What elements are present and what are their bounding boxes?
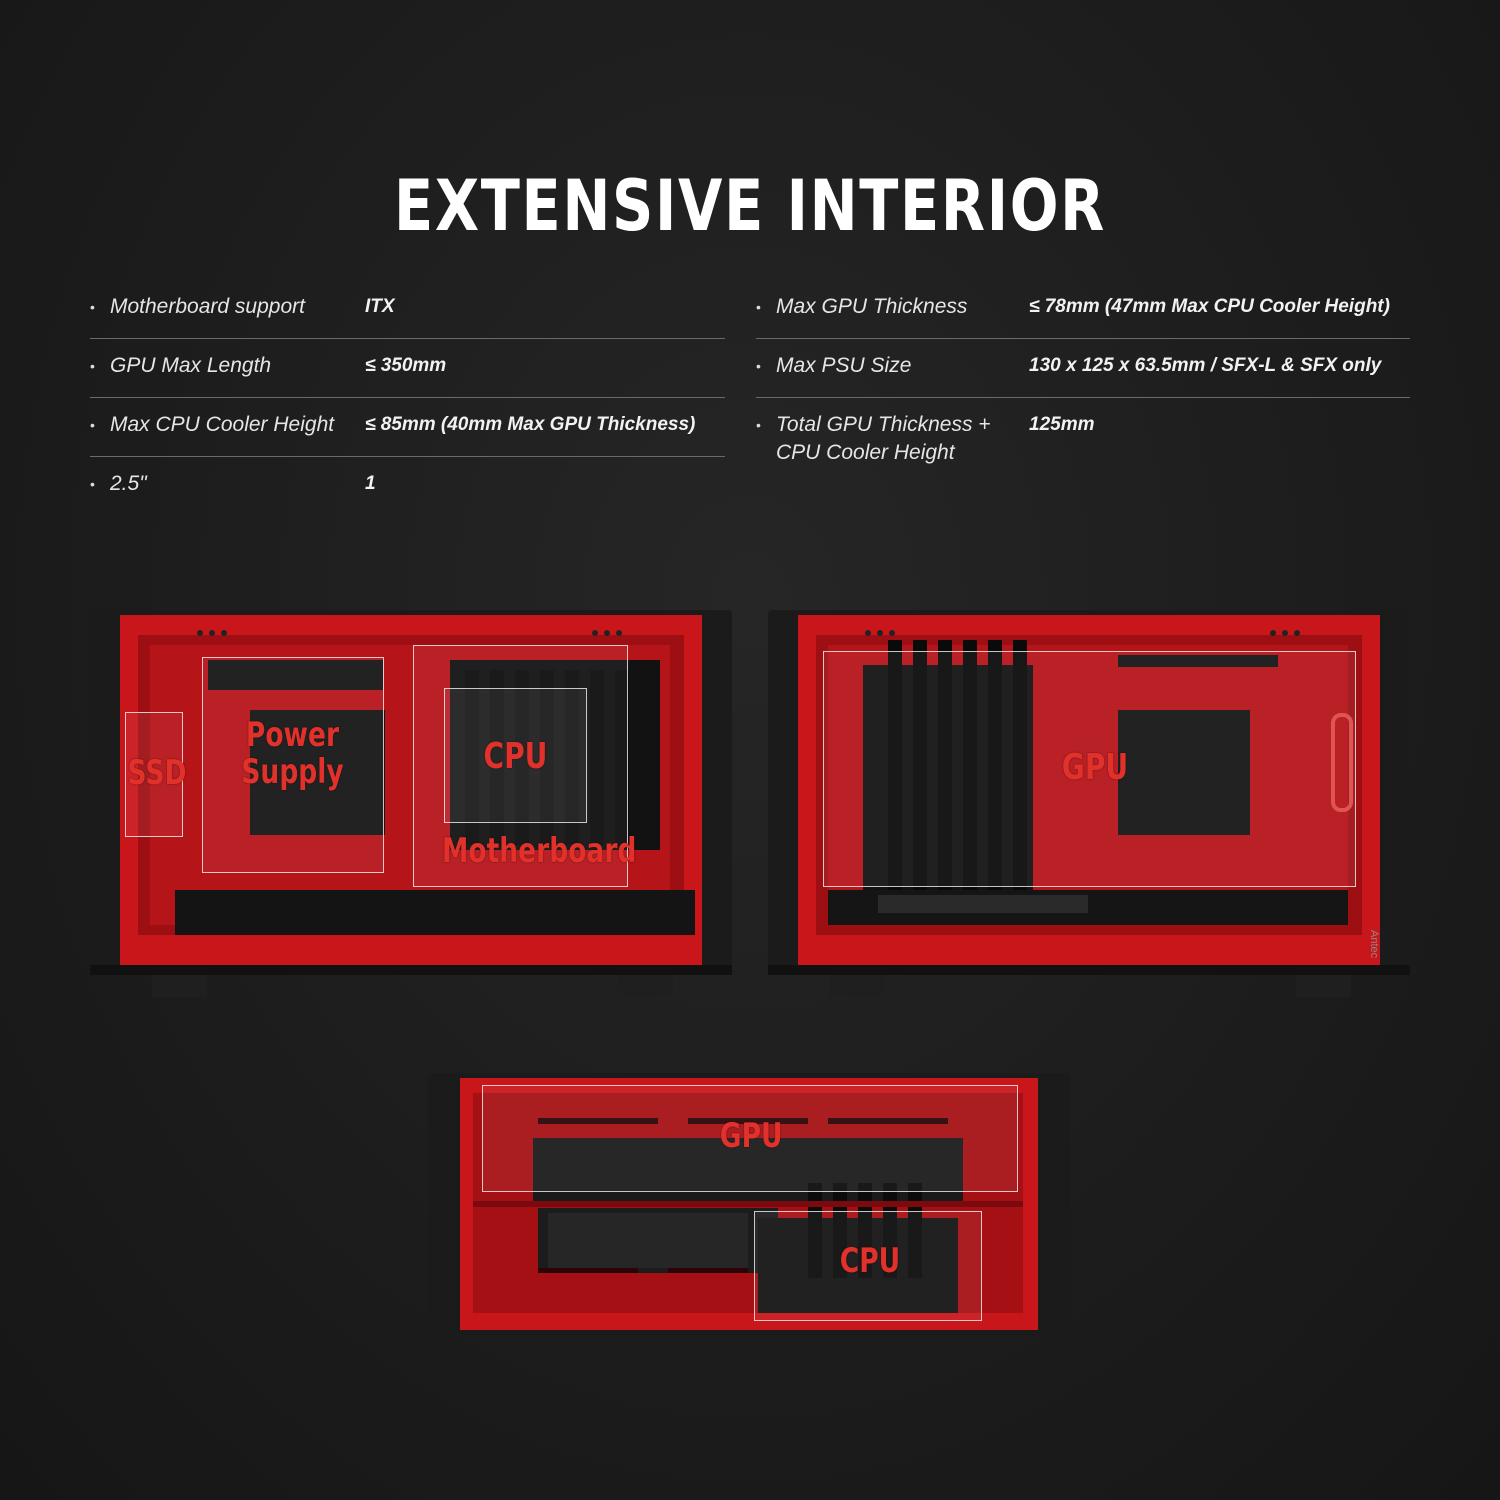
spec-label: Max PSU Size: [776, 354, 912, 377]
case-illustration: [90, 610, 732, 997]
case-illustration: [768, 610, 1410, 997]
spec-list-right: • Max GPU Thickness ≤ 78mm (47mm Max CPU…: [756, 280, 1410, 474]
cpu-zone: [754, 1211, 982, 1321]
gpu-zone: [823, 651, 1356, 887]
brand-logo-text: Antec: [1368, 930, 1380, 959]
bullet-icon: •: [90, 476, 95, 492]
spec-row: • 2.5" 1: [90, 457, 725, 516]
bullet-icon: •: [756, 358, 761, 374]
page-title: EXTENSIVE INTERIOR: [393, 165, 1107, 247]
spec-label: Max GPU Thickness: [776, 295, 968, 318]
cpu-zone: [444, 688, 587, 823]
ssd-zone: [125, 712, 183, 837]
power-supply-zone: [202, 657, 384, 873]
bullet-icon: •: [90, 299, 95, 315]
case-side-view-right: GPU Antec: [768, 605, 1410, 1000]
spec-row: • Motherboard support ITX: [90, 280, 725, 339]
spec-label: Motherboard support: [110, 295, 305, 318]
gpu-label: GPU: [1061, 747, 1129, 788]
spec-row: • Total GPU Thickness + CPU Cooler Heigh…: [756, 398, 1410, 474]
spec-value: 130 x 125 x 63.5mm / SFX-L & SFX only: [1029, 355, 1382, 376]
gpu-zone: [482, 1085, 1018, 1192]
spec-label: 2.5": [110, 472, 147, 495]
spec-row: • Max GPU Thickness ≤ 78mm (47mm Max CPU…: [756, 280, 1410, 339]
power-supply-label: Power Supply: [241, 715, 344, 793]
spec-value: ≤ 78mm (47mm Max CPU Cooler Height): [1029, 296, 1390, 317]
bullet-icon: •: [756, 299, 761, 315]
spec-row: • GPU Max Length ≤ 350mm: [90, 339, 725, 398]
spec-value: 1: [365, 473, 376, 494]
case-illustration: [428, 1073, 1070, 1335]
spec-row: • Max CPU Cooler Height ≤ 85mm (40mm Max…: [90, 398, 725, 457]
ssd-label: SSD: [127, 753, 187, 793]
bullet-icon: •: [90, 358, 95, 374]
spec-value: 125mm: [1029, 414, 1095, 435]
spec-list-left: • Motherboard support ITX • GPU Max Leng…: [90, 280, 725, 516]
case-top-view: GPU CPU: [428, 1073, 1070, 1338]
motherboard-zone: [413, 645, 628, 887]
cpu-label: CPU: [839, 1241, 901, 1281]
spec-label: Max CPU Cooler Height: [110, 413, 335, 436]
spec-label: Total GPU Thickness + CPU Cooler Height: [776, 413, 991, 464]
spec-value: ≤ 350mm: [365, 355, 447, 376]
cpu-label: CPU: [483, 736, 548, 777]
spec-label: GPU Max Length: [110, 354, 272, 377]
spec-row: • Max PSU Size 130 x 125 x 63.5mm / SFX-…: [756, 339, 1410, 398]
gpu-label: GPU: [719, 1116, 783, 1156]
bullet-icon: •: [756, 417, 761, 433]
bullet-icon: •: [90, 417, 95, 433]
spec-value: ITX: [365, 296, 395, 317]
spec-value: ≤ 85mm (40mm Max GPU Thickness): [365, 414, 696, 435]
motherboard-label: Motherboard: [442, 831, 637, 871]
case-side-view-left: SSD Power Supply CPU Motherboard: [90, 605, 732, 1000]
